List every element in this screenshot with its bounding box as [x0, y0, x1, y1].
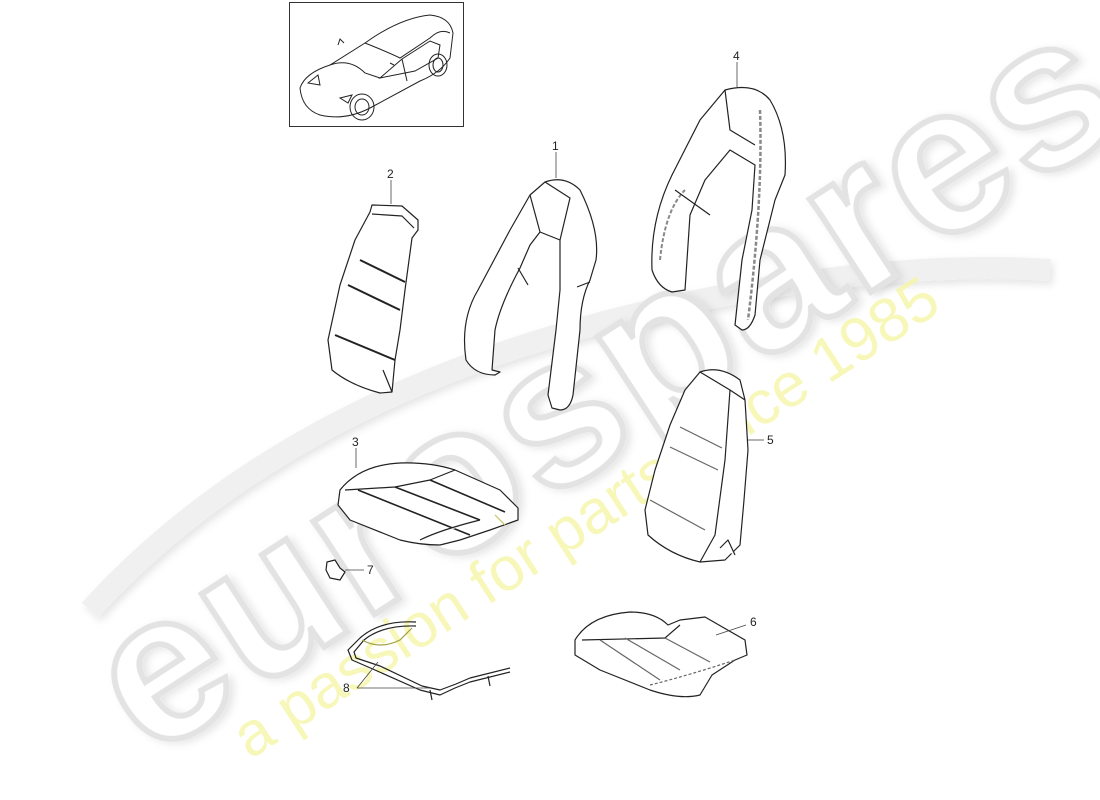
vehicle-thumbnail — [289, 2, 464, 127]
part-4-drawing[interactable] — [651, 87, 787, 331]
part-3-drawing[interactable] — [337, 462, 519, 546]
car-icon — [299, 14, 454, 121]
part-label-7[interactable]: 7 — [367, 563, 374, 577]
part-label-6[interactable]: 6 — [750, 615, 757, 629]
part-7-drawing[interactable] — [325, 559, 346, 581]
part-6-drawing[interactable] — [574, 611, 748, 698]
part-1-drawing[interactable] — [463, 179, 598, 411]
part-label-1[interactable]: 1 — [552, 139, 559, 153]
part-8-drawing[interactable] — [347, 621, 511, 701]
part-5-drawing[interactable] — [644, 369, 749, 563]
leader-lines — [345, 62, 764, 689]
watermark-swoosh — [81, 257, 1051, 618]
part-label-2[interactable]: 2 — [387, 167, 394, 181]
part-label-3[interactable]: 3 — [352, 435, 359, 449]
part-label-8[interactable]: 8 — [343, 681, 350, 695]
part-2-drawing[interactable] — [327, 204, 419, 394]
part-label-5[interactable]: 5 — [767, 433, 774, 447]
part-label-4[interactable]: 4 — [733, 49, 740, 63]
